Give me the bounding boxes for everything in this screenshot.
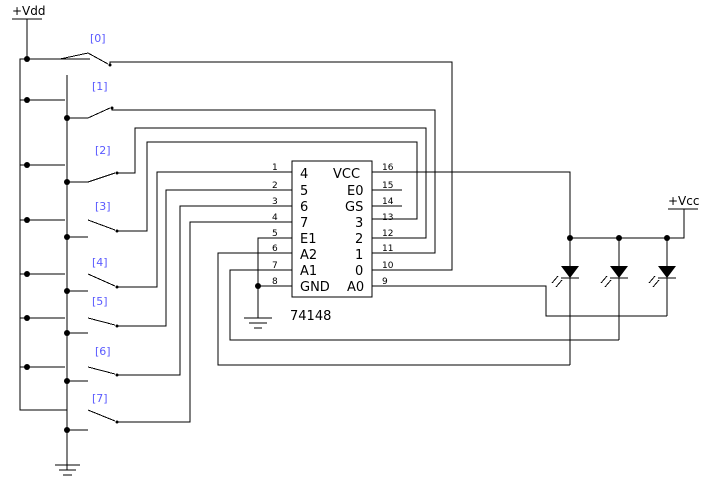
switch-5[interactable]: [5] (64, 295, 119, 336)
switch-0[interactable]: [0] (59, 32, 112, 67)
svg-text:VCC: VCC (333, 167, 360, 182)
svg-text:74148: 74148 (290, 309, 331, 324)
switch-3[interactable]: [3] (64, 200, 119, 240)
vdd-branches (20, 58, 90, 370)
svg-text:8: 8 (272, 277, 278, 287)
svg-text:4: 4 (300, 167, 308, 182)
svg-text:11: 11 (382, 244, 393, 254)
led-a2 (551, 238, 579, 365)
svg-text:15: 15 (382, 181, 393, 191)
svg-text:9: 9 (382, 277, 388, 287)
switch-1[interactable]: [1] (64, 80, 114, 121)
led-a0 (648, 238, 676, 316)
switch-4[interactable]: [4] (64, 256, 119, 294)
svg-text:[3]: [3] (95, 200, 111, 213)
svg-text:1: 1 (272, 163, 278, 173)
svg-text:[1]: [1] (92, 80, 108, 93)
switch-6[interactable]: [6] (64, 345, 119, 384)
vdd-rail (19, 19, 67, 411)
svg-text:[2]: [2] (95, 144, 111, 157)
svg-text:1: 1 (355, 248, 363, 263)
svg-text:E1: E1 (300, 232, 317, 247)
svg-text:12: 12 (382, 229, 393, 239)
svg-text:7: 7 (300, 216, 308, 231)
svg-text:[5]: [5] (92, 295, 108, 308)
svg-text:5: 5 (272, 229, 278, 239)
svg-text:A1: A1 (300, 264, 317, 279)
svg-text:6: 6 (272, 244, 278, 254)
svg-text:2: 2 (355, 232, 363, 247)
led-a1 (600, 238, 628, 340)
switch-2[interactable]: [2] (64, 144, 119, 185)
svg-text:5: 5 (300, 184, 308, 199)
vcc-label: +Vcc (668, 194, 699, 208)
svg-text:[6]: [6] (95, 345, 111, 358)
switch-7[interactable]: [7] (64, 392, 119, 433)
svg-text:7: 7 (272, 261, 278, 271)
svg-text:3: 3 (355, 216, 363, 231)
svg-text:16: 16 (382, 163, 394, 173)
svg-text:10: 10 (382, 261, 394, 271)
vcc-wire (402, 171, 571, 238)
svg-text:E0: E0 (347, 184, 364, 199)
svg-text:2: 2 (272, 181, 278, 191)
svg-text:[0]: [0] (90, 32, 106, 45)
svg-text:6: 6 (300, 200, 308, 215)
address-wires (217, 252, 667, 366)
svg-text:3: 3 (272, 197, 278, 207)
svg-text:0: 0 (355, 264, 363, 279)
chip-74148: 74148 1 2 3 4 5 6 7 8 4 5 6 7 E1 A2 A1 G… (262, 160, 402, 324)
svg-text:GND: GND (300, 280, 330, 295)
vdd-label: +Vdd (12, 4, 46, 18)
svg-text:[4]: [4] (92, 256, 108, 269)
svg-text:A2: A2 (300, 248, 317, 263)
svg-text:A0: A0 (347, 280, 364, 295)
svg-text:GS: GS (345, 200, 363, 215)
svg-text:14: 14 (382, 197, 394, 207)
svg-text:[7]: [7] (92, 392, 108, 405)
ground-symbol-left (55, 464, 80, 476)
svg-text:13: 13 (382, 213, 393, 223)
switch-wires (109, 61, 453, 423)
chip-ground (244, 237, 272, 329)
svg-text:4: 4 (272, 213, 278, 223)
